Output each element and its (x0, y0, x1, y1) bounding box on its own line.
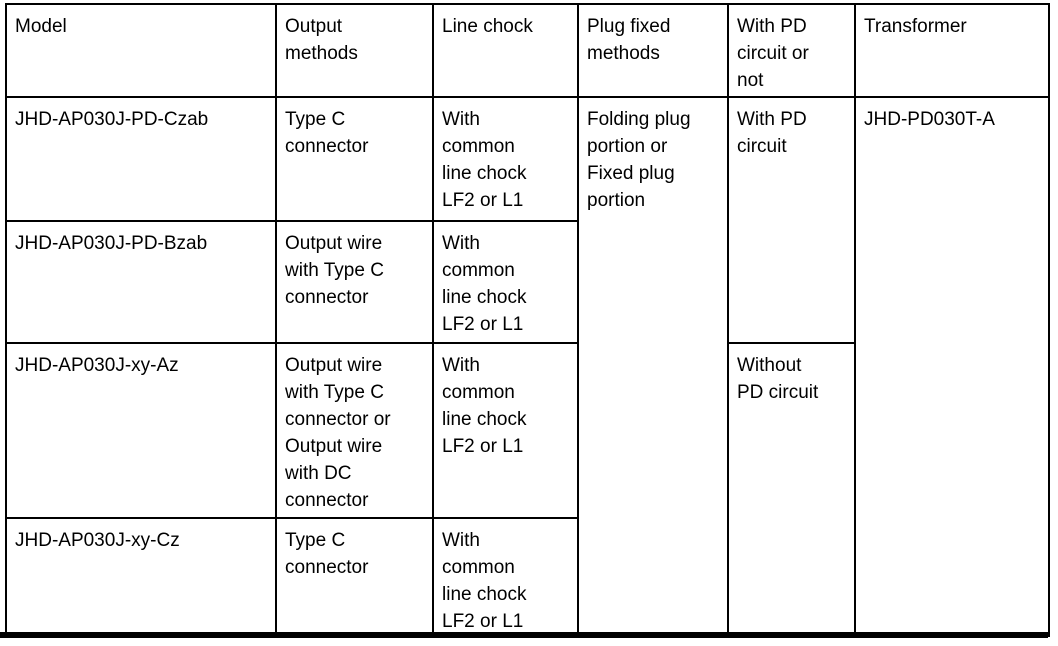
table-row: JHD-AP030J-PD-Bzab Output wire with Type… (5, 220, 1049, 344)
model-cell: JHD-AP030J-PD-Czab (5, 96, 277, 222)
table-row: JHD-AP030J-xy-Cz Type C connector With c… (5, 517, 1049, 637)
product-spec-table: Model Output methods Line chock Plug fix… (5, 3, 1050, 637)
output-methods-cell: Output wire with Type C connector or Out… (275, 342, 434, 519)
line-chock-cell: With common line chock LF2 or L1 (432, 220, 579, 344)
header-transformer: Transformer (854, 3, 1050, 98)
line-chock-cell: With common line chock LF2 or L1 (432, 96, 579, 222)
without-pd-circuit-cell: Without PD circuit (727, 342, 856, 637)
header-plug-fixed-methods: Plug fixed methods (577, 3, 729, 98)
transformer-cell: JHD-PD030T-A (854, 96, 1050, 637)
plug-fixed-methods-cell: Folding plug portion or Fixed plug porti… (577, 96, 729, 637)
header-row: Model Output methods Line chock Plug fix… (5, 3, 1050, 98)
output-methods-cell: Output wire with Type C connector (275, 220, 434, 344)
model-cell: JHD-AP030J-xy-Az (5, 342, 277, 519)
table-row: JHD-AP030J-PD-Czab Type C connector With… (5, 96, 1050, 637)
output-methods-cell: Type C connector (275, 96, 434, 222)
line-chock-cell: With common line chock LF2 or L1 (432, 517, 579, 637)
model-cell: JHD-AP030J-PD-Bzab (5, 220, 277, 344)
with-pd-circuit-cell: With PD circuit (727, 96, 856, 344)
header-model: Model (5, 3, 277, 98)
output-methods-cell: Type C connector (275, 517, 434, 637)
header-line-chock: Line chock (432, 3, 579, 98)
header-pd-circuit: With PD circuit or not (727, 3, 856, 98)
line-chock-cell: With common line chock LF2 or L1 (432, 342, 579, 519)
header-output-methods: Output methods (275, 3, 434, 98)
table-bottom-rule (0, 632, 1048, 638)
model-cell: JHD-AP030J-xy-Cz (5, 517, 277, 637)
